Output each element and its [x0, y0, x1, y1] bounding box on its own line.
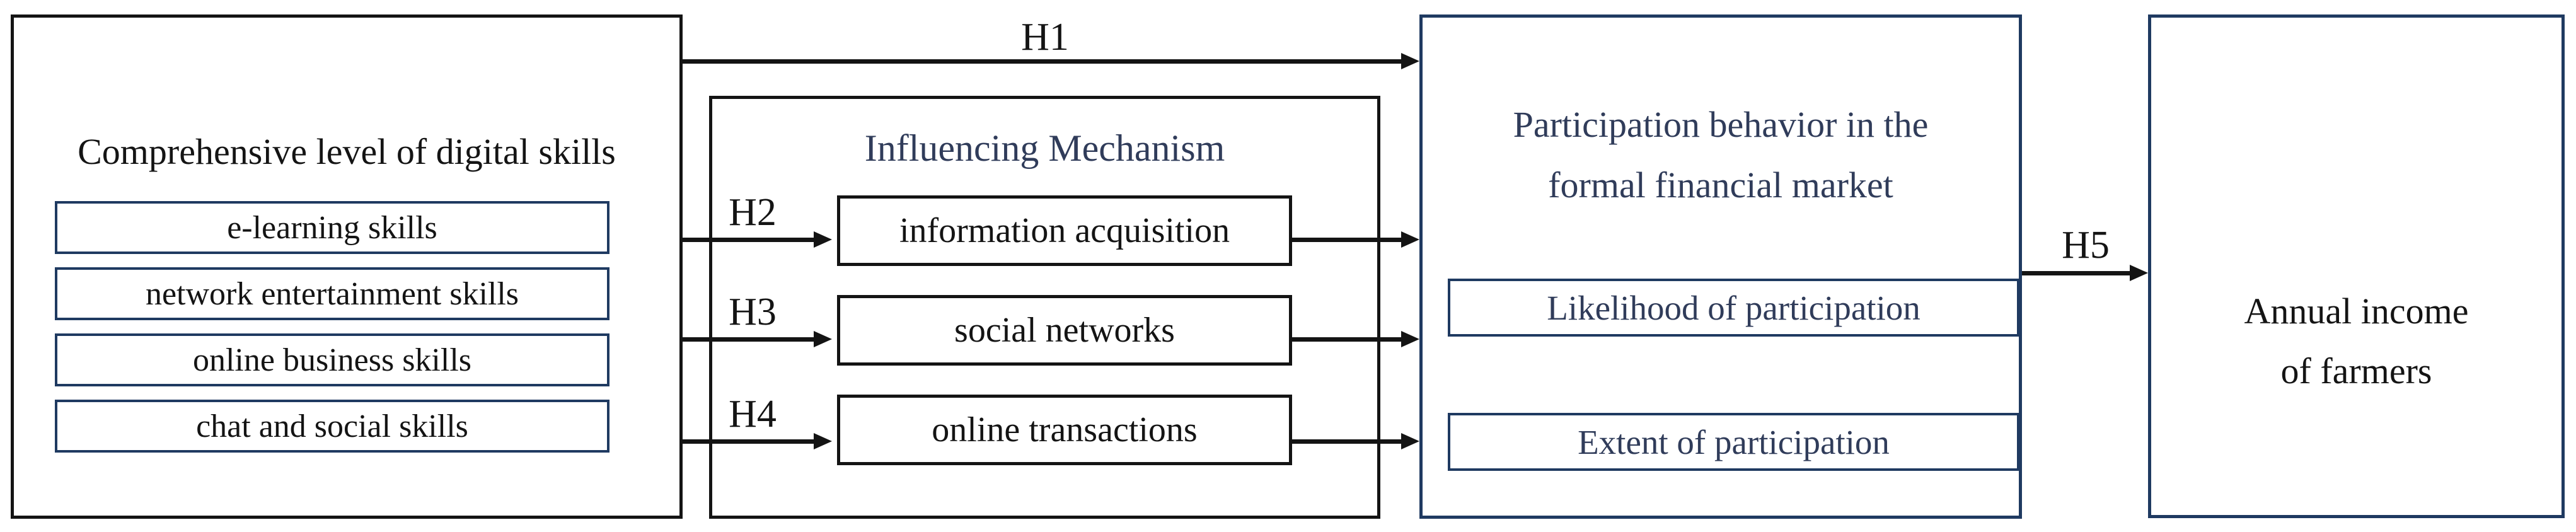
online-transactions-to-participation-arrow-head-icon — [1401, 433, 1419, 449]
extent-of-participation-box: Extent of participation — [1448, 413, 2019, 471]
h1-arrow-head-icon — [1401, 53, 1419, 69]
network-entertainment-skills-label: network entertainment skills — [145, 275, 519, 312]
online-business-skills-label: online business skills — [192, 342, 472, 378]
online-transactions-label: online transactions — [932, 410, 1198, 449]
e-learning-skills-box: e-learning skills — [55, 201, 609, 254]
participation-title-line2: formal financial market — [1548, 165, 1893, 205]
h2-arrow-head-icon — [814, 231, 832, 248]
h1-label: H1 — [1021, 16, 1069, 59]
information-acquisition-label: information acquisition — [899, 211, 1230, 250]
influencing-mechanism-box: Influencing Mechanism information acquis… — [709, 96, 1380, 519]
digital-skills-box: Comprehensive level of digital skills e-… — [11, 14, 683, 519]
h1-arrow-line — [683, 59, 1402, 64]
h4-arrow-line — [683, 439, 815, 444]
h4-arrow-head-icon — [814, 433, 832, 449]
annual-income-label: Annual income of farmers — [2151, 281, 2562, 401]
h2-label: H2 — [729, 191, 777, 234]
h5-arrow-head-icon — [2130, 265, 2148, 281]
information-acquisition-to-participation-arrow-line — [1289, 238, 1402, 242]
chat-and-social-skills-box: chat and social skills — [55, 400, 609, 453]
online-business-skills-box: online business skills — [55, 333, 609, 386]
social-networks-to-participation-arrow-line — [1289, 337, 1402, 342]
annual-income-box: Annual income of farmers — [2148, 14, 2565, 518]
social-networks-to-participation-arrow-head-icon — [1401, 331, 1419, 347]
likelihood-of-participation-box: Likelihood of participation — [1448, 279, 2019, 337]
likelihood-of-participation-label: Likelihood of participation — [1547, 288, 1920, 327]
h5-label: H5 — [2062, 224, 2110, 267]
h3-arrow-head-icon — [814, 331, 832, 347]
h3-arrow-line — [683, 337, 815, 342]
information-acquisition-box: information acquisition — [837, 195, 1292, 266]
social-networks-label: social networks — [954, 311, 1175, 350]
h5-arrow-line — [2022, 271, 2130, 275]
digital-skills-title: Comprehensive level of digital skills — [78, 131, 616, 172]
h2-arrow-line — [683, 238, 815, 242]
annual-income-line1: Annual income — [2244, 291, 2469, 332]
influencing-mechanism-title: Influencing Mechanism — [864, 127, 1225, 169]
e-learning-skills-label: e-learning skills — [227, 209, 437, 246]
online-transactions-box: online transactions — [837, 395, 1292, 465]
network-entertainment-skills-box: network entertainment skills — [55, 267, 609, 320]
information-acquisition-to-participation-arrow-head-icon — [1401, 231, 1419, 248]
participation-title-line1: Participation behavior in the — [1513, 104, 1929, 145]
h4-label: H4 — [729, 393, 777, 436]
extent-of-participation-label: Extent of participation — [1578, 422, 1890, 461]
participation-behavior-title: Participation behavior in the formal fin… — [1423, 95, 2019, 216]
h3-label: H3 — [729, 291, 777, 333]
online-transactions-to-participation-arrow-line — [1289, 439, 1402, 444]
annual-income-line2: of farmers — [2280, 350, 2432, 391]
participation-behavior-box: Participation behavior in the formal fin… — [1419, 14, 2022, 519]
chat-and-social-skills-label: chat and social skills — [196, 408, 468, 444]
social-networks-box: social networks — [837, 295, 1292, 366]
